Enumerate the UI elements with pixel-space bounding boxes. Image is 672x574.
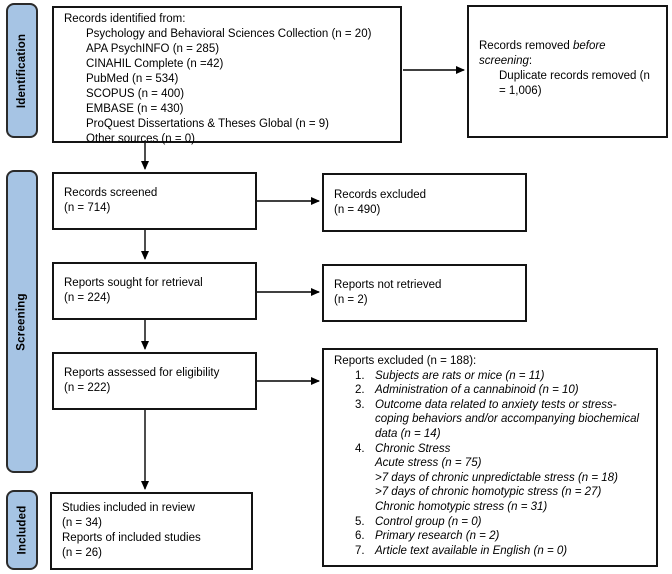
stage-identification: Identification <box>6 3 38 138</box>
box-records-removed: Records removed before screening: Duplic… <box>467 5 668 138</box>
studies-included-count: (n = 34) <box>62 517 102 529</box>
exclusion-item: 3. Outcome data related to anxiety tests… <box>355 398 648 442</box>
box-reports-sought: Reports sought for retrieval (n = 224) <box>52 262 257 320</box>
source-item: SCOPUS (n = 400) <box>86 88 185 100</box>
box-reports-excluded: Reports excluded (n = 188): 1. Subjects … <box>322 348 658 567</box>
records-excluded-line: Records excluded <box>334 188 427 201</box>
reports-assessed-line: Reports assessed for eligibility <box>64 367 220 379</box>
exclusion-item-number: 6. <box>355 530 365 543</box>
exclusion-item-number: 3. <box>355 398 365 411</box>
exclusion-item-text: Subjects are rats or mice (n = 11) <box>375 369 545 382</box>
source-item: CINAHIL Complete (n =42) <box>86 58 224 70</box>
stage-included-label: Included <box>16 505 29 555</box>
exclusion-item: 6. Primary research (n = 2) <box>355 529 648 544</box>
box-records-excluded: Records excluded (n = 490) <box>322 173 527 232</box>
reports-sought-line: Reports sought for retrieval <box>64 277 203 289</box>
records-removed-title-prefix: Records removed <box>479 40 573 52</box>
records-removed-item: Duplicate records removed (n = 1,006) <box>499 70 650 97</box>
reports-not-retrieved-count: (n = 2) <box>334 294 368 306</box>
exclusion-item: 7. Article text available in English (n … <box>355 544 648 559</box>
records-screened-count: (n = 714) <box>64 202 111 214</box>
reports-included-line: Reports of included studies <box>62 532 201 544</box>
box-studies-included: Studies included in review (n = 34) Repo… <box>50 492 253 570</box>
records-screened-line: Records screened <box>64 187 158 199</box>
exclusion-item-text: Chronic Stress Acute stress (n = 75) >7 … <box>375 442 648 515</box>
stage-screening: Screening <box>6 170 38 473</box>
reports-sought-count: (n = 224) <box>64 292 111 304</box>
exclusion-subitem: >7 days of chronic unpredictable stress … <box>375 471 618 484</box>
studies-included-line: Studies included in review <box>62 502 195 514</box>
exclusion-item-text: Administration of a cannabinoid (n = 10) <box>375 384 579 397</box>
stage-screening-label: Screening <box>16 292 28 351</box>
box-records-screened: Records screened (n = 714) <box>52 172 257 230</box>
exclusion-item-number: 7. <box>355 544 365 557</box>
stage-identification-label: Identification <box>16 33 29 108</box>
records-removed-title: Records removed before screening: <box>479 39 654 69</box>
exclusion-item-number: 2. <box>355 384 365 397</box>
records-removed-title-italic: before screening <box>479 40 606 67</box>
reports-excluded-title: Reports excluded (n = 188): <box>334 355 477 367</box>
exclusion-subitem: Acute stress (n = 75) <box>375 457 482 470</box>
source-item: APA PsychINFO (n = 285) <box>86 43 220 55</box>
exclusion-item-text: Primary research (n = 2) <box>375 530 500 543</box>
exclusion-item: 2. Administration of a cannabinoid (n = … <box>355 383 648 398</box>
source-item: ProQuest Dissertations & Theses Global (… <box>86 118 329 130</box>
source-item: PubMed (n = 534) <box>86 73 179 85</box>
source-item: Psychology and Behavioral Sciences Colle… <box>86 28 372 40</box>
reports-included-count: (n = 26) <box>62 547 102 559</box>
box-reports-not-retrieved: Reports not retrieved (n = 2) <box>322 264 527 322</box>
exclusion-item-text: Control group (n = 0) <box>375 515 482 528</box>
reports-not-retrieved-line: Reports not retrieved <box>334 279 442 291</box>
exclusion-subitem: Chronic homotypic stress (n = 31) <box>375 500 548 513</box>
box-reports-assessed: Reports assessed for eligibility (n = 22… <box>52 352 257 410</box>
exclusion-item: 4. Chronic Stress Acute stress (n = 75) … <box>355 442 648 515</box>
exclusion-subitem: >7 days of chronic homotypic stress (n =… <box>375 486 602 499</box>
exclusion-item-text-line: Chronic Stress <box>375 442 451 455</box>
exclusion-item-number: 5. <box>355 515 365 528</box>
exclusion-item-number: 1. <box>355 369 365 382</box>
exclusion-item-text: Article text available in English (n = 0… <box>375 544 568 557</box>
exclusion-item-number: 4. <box>355 442 365 455</box>
exclusion-item-text: Outcome data related to anxiety tests or… <box>375 398 640 440</box>
records-removed-title-suffix: : <box>528 55 533 67</box>
records-identified-title: Records identified from: <box>64 13 186 25</box>
source-item: EMBASE (n = 430) <box>86 103 184 115</box>
exclusion-item: 5. Control group (n = 0) <box>355 515 648 530</box>
records-excluded-count: (n = 490) <box>334 203 381 216</box>
box-records-identified: Records identified from: Psychology and … <box>52 6 402 145</box>
exclusion-item: 1. Subjects are rats or mice (n = 11) <box>355 369 648 384</box>
source-item: Other sources (n = 0) <box>86 133 195 145</box>
reports-assessed-count: (n = 222) <box>64 382 111 394</box>
stage-included: Included <box>6 490 38 570</box>
